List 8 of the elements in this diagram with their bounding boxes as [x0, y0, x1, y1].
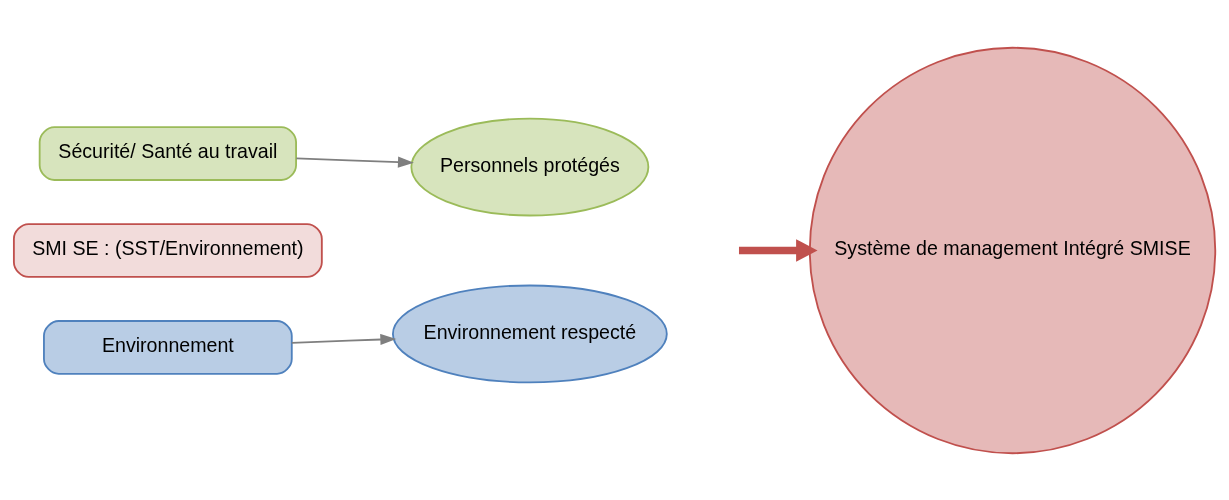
- node-box: Sécurité/ Santé au travail: [38, 125, 297, 181]
- node-ellipse: Personnels protégés: [410, 117, 650, 216]
- node-box: Environnement: [43, 319, 293, 375]
- node-ellipse: Environnement respecté: [392, 284, 668, 383]
- node-circle: Système de management Intégré SMISE: [808, 46, 1217, 454]
- node-box: SMI SE : (SST/Environnement): [12, 222, 323, 278]
- arrow: [295, 156, 414, 168]
- arrow: [290, 333, 397, 345]
